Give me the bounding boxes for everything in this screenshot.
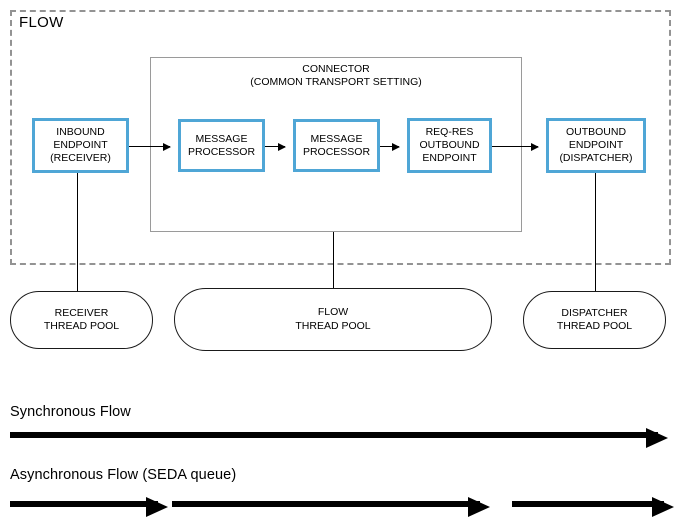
line-outbound-to-dispatcher-pool — [595, 173, 596, 291]
pool-receiver-thread-pool[interactable]: RECEIVER THREAD POOL — [10, 291, 153, 349]
flow-label: FLOW — [19, 14, 64, 31]
node-outbound-endpoint[interactable]: OUTBOUND ENDPOINT (DISPATCHER) — [546, 118, 646, 173]
legend-asynchronous-flow-label: Asynchronous Flow (SEDA queue) — [10, 467, 237, 483]
pool-dispatcher-thread-pool[interactable]: DISPATCHER THREAD POOL — [523, 291, 666, 349]
line-connector-to-flow-pool — [333, 232, 334, 289]
arrow-inbound-to-processor-1 — [129, 142, 171, 151]
node-req-res-outbound-endpoint-line-3: ENDPOINT — [422, 152, 477, 164]
arrow-processor-1-to-processor-2 — [265, 142, 286, 151]
node-req-res-outbound-endpoint-line-1: REQ-RES — [425, 126, 474, 138]
node-req-res-outbound-endpoint-line-2: OUTBOUND — [419, 139, 480, 151]
legend-asynchronous-flow-arrow-3 — [512, 497, 674, 517]
node-req-res-outbound-endpoint[interactable]: REQ-RES OUTBOUND ENDPOINT — [407, 118, 492, 173]
node-outbound-endpoint-line-3: (DISPATCHER) — [559, 152, 633, 164]
node-outbound-endpoint-line-2: ENDPOINT — [568, 139, 624, 151]
legend-asynchronous-flow-arrow-1 — [10, 497, 168, 517]
pool-flow-thread-pool[interactable]: FLOW THREAD POOL — [174, 288, 492, 351]
node-message-processor-2-line-2: PROCESSOR — [302, 145, 371, 158]
node-inbound-endpoint-line-3: (RECEIVER) — [50, 152, 111, 164]
flow-boundary — [10, 10, 671, 265]
connector-title-line-2: (COMMON TRANSPORT SETTING) — [250, 76, 422, 88]
pool-dispatcher-thread-pool-line-2: THREAD POOL — [556, 320, 633, 332]
pool-receiver-thread-pool-line-2: THREAD POOL — [43, 320, 120, 332]
legend-synchronous-flow-label: Synchronous Flow — [10, 404, 131, 420]
pool-receiver-thread-pool-line-1: RECEIVER — [54, 306, 109, 319]
node-outbound-endpoint-line-1: OUTBOUND — [565, 126, 627, 138]
node-inbound-endpoint-line-1: INBOUND — [56, 126, 105, 138]
node-message-processor-2-line-1: MESSAGE — [310, 132, 363, 145]
node-message-processor-1[interactable]: MESSAGE PROCESSOR — [178, 119, 265, 172]
legend-synchronous-flow-arrow — [10, 428, 668, 448]
connector-title-line-1: CONNECTOR — [302, 63, 370, 75]
connector-boundary — [150, 57, 522, 232]
pool-flow-thread-pool-line-2: THREAD POOL — [295, 319, 371, 332]
arrow-req-res-to-outbound — [492, 142, 539, 151]
node-message-processor-1-line-2: PROCESSOR — [187, 145, 256, 158]
connector-title: CONNECTOR (COMMON TRANSPORT SETTING) — [150, 63, 522, 89]
pool-dispatcher-thread-pool-line-1: DISPATCHER — [561, 306, 628, 319]
legend-asynchronous-flow-arrow-2 — [172, 497, 490, 517]
pool-flow-thread-pool-line-1: FLOW — [317, 306, 349, 318]
arrow-processor-2-to-req-res — [380, 142, 400, 151]
node-message-processor-2[interactable]: MESSAGE PROCESSOR — [293, 119, 380, 172]
node-message-processor-1-line-1: MESSAGE — [195, 132, 248, 145]
line-inbound-to-receiver-pool — [77, 173, 78, 291]
node-inbound-endpoint[interactable]: INBOUND ENDPOINT (RECEIVER) — [32, 118, 129, 173]
node-inbound-endpoint-line-2: ENDPOINT — [53, 139, 108, 151]
